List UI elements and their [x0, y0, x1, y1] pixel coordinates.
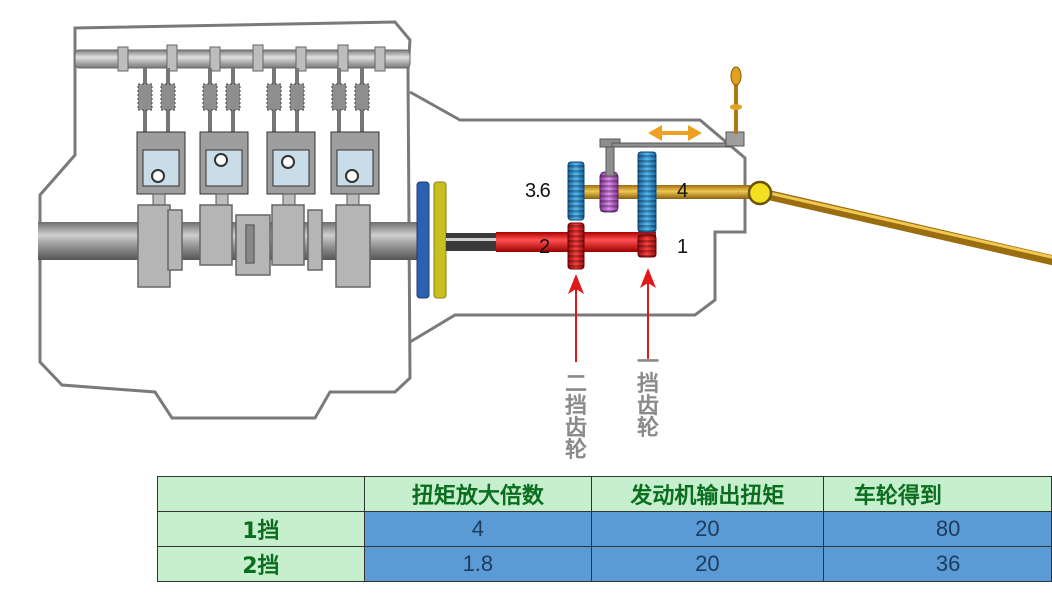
- table-row: 2挡 1.8 20 36: [157, 546, 1052, 582]
- propeller-shaft: [755, 188, 1052, 266]
- callout-arrow-second: [568, 274, 584, 362]
- header-torque-multiplier: 扭矩放大倍数: [363, 476, 592, 512]
- table-header-row: 扭矩放大倍数 发动机输出扭矩 车轮得到: [157, 476, 1052, 512]
- table-cell: 4: [363, 511, 592, 547]
- cylinder-2: [199, 68, 249, 235]
- gear-label-1: 1: [677, 236, 688, 258]
- camshaft-lobes: [117, 44, 386, 72]
- cylinder-1: [136, 68, 186, 235]
- gear-lever: [725, 66, 745, 147]
- torque-table: 扭矩放大倍数 发动机输出扭矩 车轮得到 1挡 4 20 80 2挡 1.8 20…: [157, 476, 1052, 582]
- table-cell: 20: [590, 511, 824, 547]
- gear-label-3-6: 3.6: [525, 180, 551, 202]
- gear-label-2: 2: [539, 236, 550, 258]
- camshaft-rail: [74, 49, 411, 69]
- gear-3-6: [567, 161, 585, 221]
- gear-label-4: 4: [677, 180, 688, 202]
- clutch-plate-blue: [416, 181, 430, 299]
- table-cell: 80: [822, 511, 1052, 547]
- header-empty: [157, 476, 365, 512]
- clutch-plate-yellow: [433, 181, 447, 299]
- table-cell: 36: [822, 546, 1052, 582]
- crank-webs: [137, 204, 371, 288]
- callout-label-second-gear: 二 挡 齿 轮: [564, 372, 587, 463]
- gear-1: [637, 234, 657, 258]
- callout-label-first-gear: 一 挡 齿 轮: [636, 350, 659, 441]
- gear-2: [567, 222, 585, 270]
- cylinders: [136, 68, 380, 235]
- table-cell: 20: [590, 546, 824, 582]
- gear-4: [637, 151, 657, 233]
- row-label: 1挡: [157, 511, 365, 547]
- synchronizer-sleeve: [599, 171, 619, 213]
- shift-fork: [599, 138, 731, 177]
- row-label: 2挡: [157, 546, 365, 582]
- header-wheel-torque: 车轮得到: [822, 476, 1052, 512]
- table-row: 1挡 4 20 80: [157, 511, 1052, 547]
- shift-direction-arrow: [648, 125, 702, 141]
- header-engine-torque: 发动机输出扭矩: [590, 476, 824, 512]
- table-cell: 1.8: [363, 546, 592, 582]
- callout-arrow-first: [640, 268, 656, 362]
- cylinder-4: [330, 68, 380, 235]
- gold-output-shaft: [568, 185, 760, 199]
- input-shaft: [446, 233, 506, 251]
- universal-joint: [747, 180, 773, 206]
